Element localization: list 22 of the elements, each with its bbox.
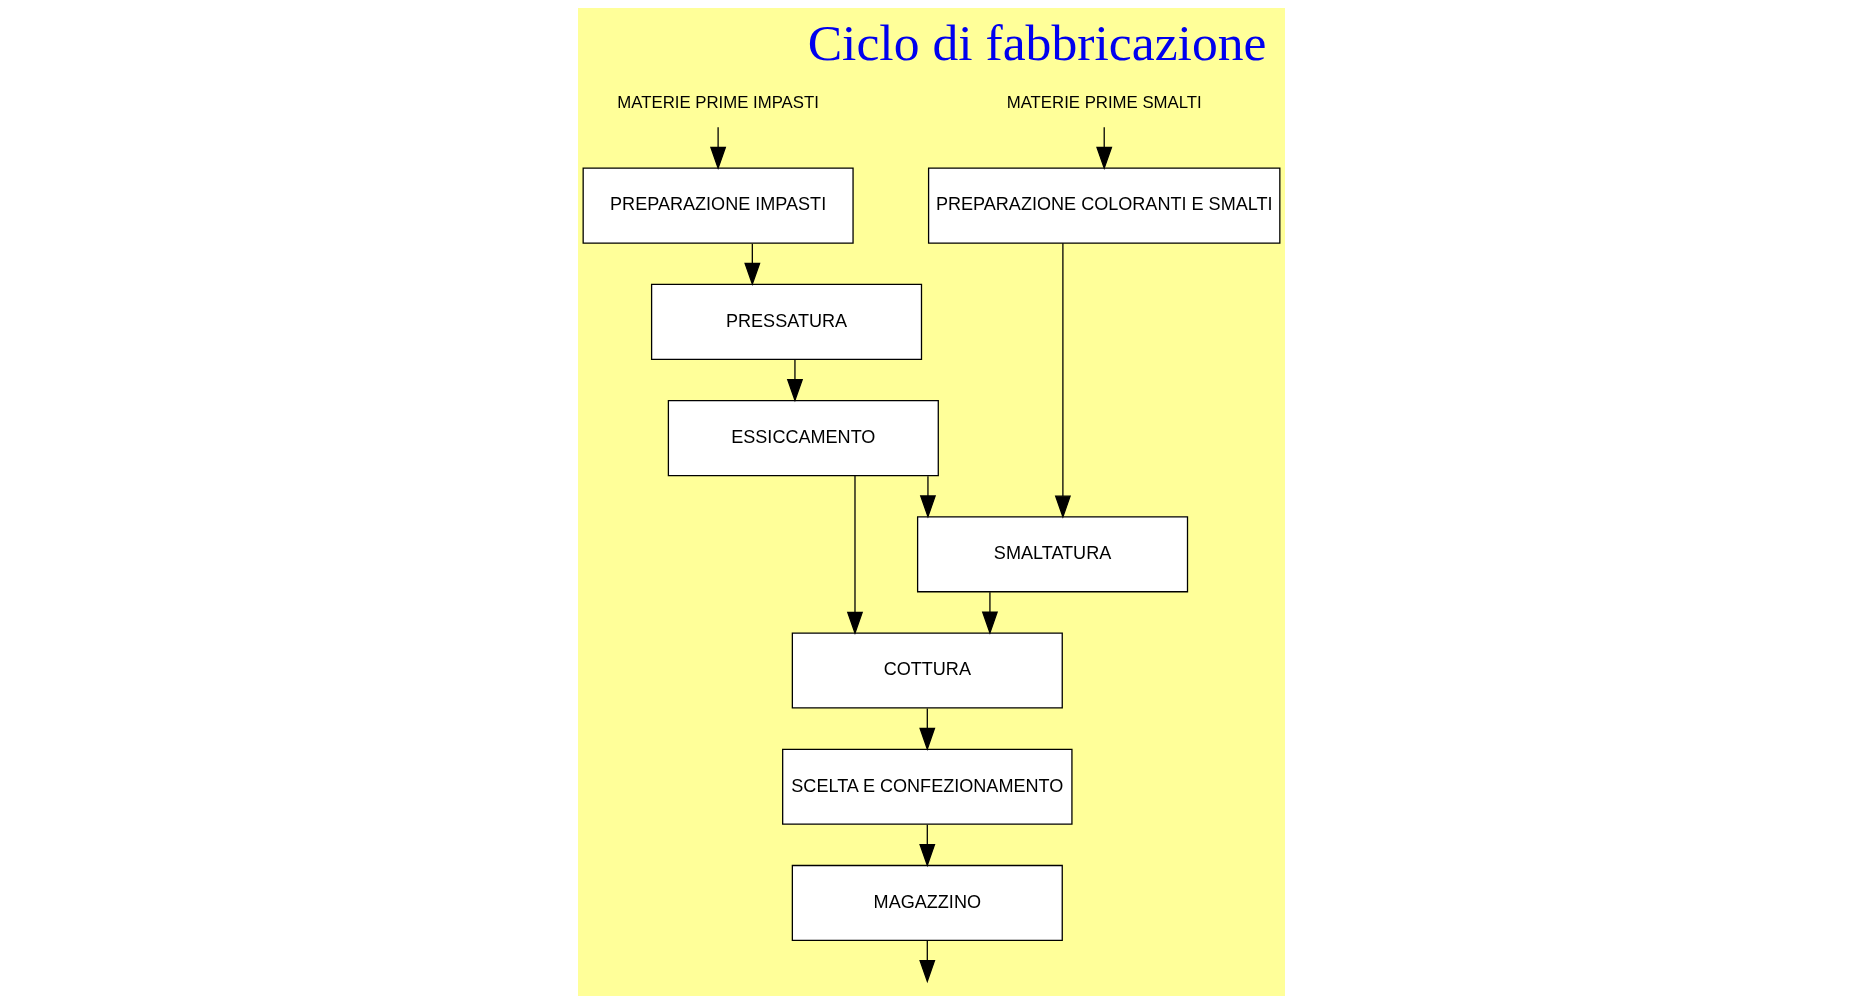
arrow <box>846 475 864 635</box>
node-box: PRESSATURA <box>650 283 923 360</box>
node-text: MATERIE PRIME IMPASTI <box>617 93 819 113</box>
arrow <box>1096 126 1113 171</box>
arrow <box>919 475 937 519</box>
node-box: MAGAZZINO <box>791 864 1063 942</box>
arrow <box>786 359 804 403</box>
arrow <box>919 940 936 984</box>
node-text: MATERIE PRIME SMALTI <box>1006 93 1202 113</box>
node-box: SCELTA E CONFEZIONAMENTO <box>782 748 1073 825</box>
node-box: ESSICCAMENTO <box>667 400 939 477</box>
arrow <box>709 126 727 171</box>
arrow <box>981 591 999 635</box>
arrow <box>919 824 936 868</box>
node-box: SMALTATURA <box>916 516 1189 593</box>
arrow <box>919 707 936 751</box>
node-box: COTTURA <box>791 632 1063 709</box>
arrow <box>744 243 761 287</box>
node-box: PREPARAZIONE COLORANTI E SMALTI <box>927 167 1281 244</box>
arrow <box>1054 242 1072 519</box>
diagram-title: Ciclo di fabbricazione <box>807 13 1267 71</box>
node-box: PREPARAZIONE IMPASTI <box>582 167 854 244</box>
